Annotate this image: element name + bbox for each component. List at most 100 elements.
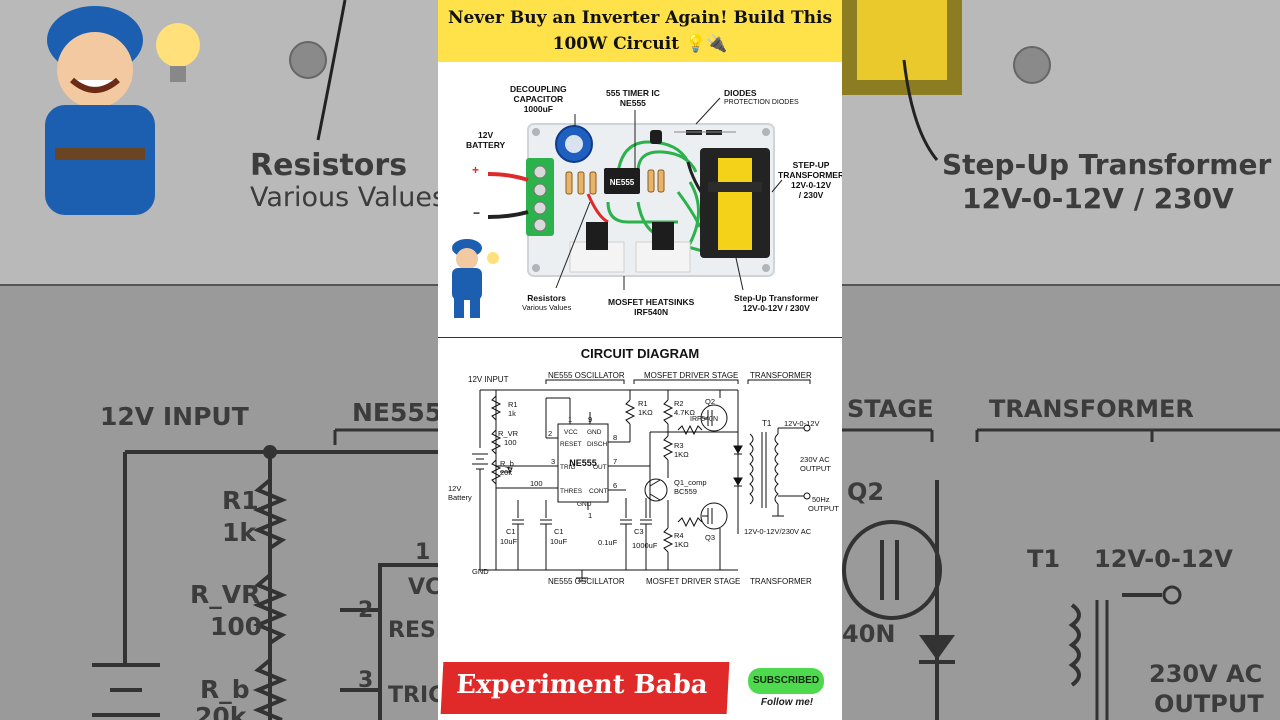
diagram-chip: NE555: [569, 458, 597, 468]
diagram-pot-val: 100: [530, 479, 543, 488]
diagram-tap: 12V-0-12V: [784, 419, 819, 428]
diagram-xfmr-bottom: TRANSFORMER: [750, 577, 812, 586]
diagram-q1-part: BC559: [674, 487, 697, 496]
stepup-transformer-top-label: STEP-UP TRANSFORMER 12V-0-12V / 230V: [778, 160, 842, 200]
bg-output-label: OUTPUT: [1154, 690, 1264, 718]
bg-trig-label: TRIG: [388, 683, 438, 708]
diagram-p2: 2: [548, 429, 552, 438]
diagram-osc-top: NE555 OSCILLATOR: [548, 371, 625, 380]
battery-plus-label: +: [472, 163, 480, 177]
ne555-chip: [604, 168, 640, 194]
diagram-p3: 3: [551, 457, 555, 466]
subscribe-button[interactable]: SUBSCRIBED: [748, 668, 824, 694]
diagram-p6: 6: [613, 481, 617, 490]
diagram-c1b-val: 10uF: [550, 537, 568, 546]
diagram-battery-2: Battery: [448, 493, 472, 502]
diagram-vcc: VCC: [564, 429, 578, 436]
diagram-cont: CONT: [589, 488, 607, 495]
diagram-r1b-val: 1KΩ: [638, 408, 653, 417]
diagram-rb-val: 20k: [500, 468, 512, 477]
bg-tap-label: 12V-0-12V: [1094, 545, 1233, 573]
diagram-r1: R1: [508, 400, 518, 409]
diagram-reset: RESET: [560, 441, 582, 448]
diagram-p9: 9: [588, 415, 592, 424]
diagram-input-label: 12V INPUT: [468, 375, 509, 384]
heatsinks-label: MOSFET HEATSINKS IRF540N: [608, 297, 695, 317]
background-left-art: [0, 0, 438, 720]
bg-rvr-label: R_VR: [190, 580, 261, 609]
bg-rvr-value: 100: [210, 612, 263, 641]
bg-vcc-label: VC: [408, 575, 438, 600]
diagram-q3: Q3: [705, 533, 715, 542]
bg-q2-label: Q2: [847, 478, 885, 506]
bg-pin-1: 1: [415, 540, 431, 565]
diagram-ac-out-1: 230V AC: [800, 455, 830, 464]
diagram-gnd-b: GND: [577, 501, 592, 508]
bg-rating-label: 12V-0-12V / 230V: [962, 182, 1234, 215]
short-video-frame[interactable]: Never Buy an Inverter Again! Build This …: [438, 0, 842, 720]
bg-ac-label: 230V AC: [1149, 660, 1263, 688]
channel-brand[interactable]: Experiment Baba: [440, 662, 730, 714]
diagram-p8: 8: [613, 433, 617, 442]
diagram-r2: R2: [674, 399, 684, 408]
diagram-c1a: C1: [506, 527, 516, 536]
bg-r1-label: R1: [222, 486, 259, 515]
bg-pin-3: 3: [358, 668, 374, 693]
diagram-cap-val: 1000uF: [632, 541, 658, 550]
diagram-r4-val: 1KΩ: [674, 540, 689, 549]
bg-pin-2: 2: [358, 598, 374, 623]
diagram-gnd-pin: GND: [587, 429, 602, 436]
diagram-rating: 12V-0-12V/230V AC: [744, 527, 812, 536]
diagram-p7: 7: [613, 457, 617, 466]
channel-name: Experiment Baba: [455, 670, 709, 700]
diagram-r1-val: 1k: [508, 409, 516, 418]
diagram-hz-out-1: 50Hz: [812, 495, 830, 504]
bg-reset-label: RESE: [388, 618, 438, 643]
timer-ic-label: 555 TIMER IC NE555: [606, 88, 660, 108]
mascot-small: [452, 239, 499, 318]
diagram-gnd: GND: [472, 567, 489, 576]
bg-12v-input-label: 12V INPUT: [100, 402, 249, 431]
diagram-t1: T1: [762, 419, 772, 428]
diagram-q2: Q2: [705, 397, 715, 406]
diagram-r3-val: 1KΩ: [674, 450, 689, 459]
background-right-art: [842, 0, 1280, 720]
diagram-thres: THRES: [560, 488, 583, 495]
stepup-transformer-bottom-label: Step-Up Transformer 12V-0-12V / 230V: [734, 293, 819, 313]
diagram-trig: TRIG: [560, 464, 576, 471]
decoupling-capacitor-label: DECOUPLING CAPACITOR 1000uF: [510, 84, 567, 114]
diagram-q2-part: IRF540N: [690, 416, 718, 423]
circuit-schematic: CIRCUIT DIAGRAM 12V INPUT NE555 OSCILLAT…: [448, 346, 839, 586]
bg-various-values-label: Various Values: [250, 182, 438, 213]
section-divider: [438, 337, 842, 338]
battery-minus-label: −: [473, 206, 481, 220]
bg-resistors-label: Resistors: [250, 148, 408, 183]
diagram-p1: 1: [568, 415, 572, 424]
diagram-out: OUT: [593, 464, 607, 471]
diagram-r3: R3: [674, 441, 684, 450]
diagram-rvr: R_VR: [498, 429, 519, 438]
chip-label: NE555: [610, 178, 635, 187]
bg-t1-label: T1: [1027, 545, 1061, 573]
circuit-board-illustration: NE555: [438, 62, 842, 337]
diagram-r1b: R1: [638, 399, 648, 408]
diagram-driver-top: MOSFET DRIVER STAGE: [644, 371, 738, 380]
diagram-r4: R4: [674, 531, 684, 540]
diagram-driver-bottom: MOSFET DRIVER STAGE: [646, 577, 740, 586]
background-left: Resistors Various Values 12V INPUT NE555…: [0, 0, 438, 720]
mascot-worker: [45, 6, 200, 215]
battery-label: 12V BATTERY: [466, 130, 506, 150]
diagram-p1b: 1: [588, 511, 592, 520]
resistors-label: Resistors Various Values: [522, 293, 572, 312]
bg-part-label: 40N: [842, 620, 896, 648]
bg-r1-value: 1k: [222, 518, 257, 547]
title-line-1: Never Buy an Inverter Again! Build This: [447, 8, 833, 28]
diagram-battery-1: 12V: [448, 484, 461, 493]
diagram-hz-out-2: OUTPUT: [808, 504, 839, 513]
bg-ne555-label: NE555 O: [352, 398, 438, 427]
bg-rb-label: R_b: [200, 675, 250, 704]
diagram-c1b: C1: [554, 527, 564, 536]
diagram-rvr-val: 100: [504, 438, 517, 447]
diagram-title: CIRCUIT DIAGRAM: [581, 346, 699, 361]
bg-rb-value: 20k: [195, 702, 247, 720]
